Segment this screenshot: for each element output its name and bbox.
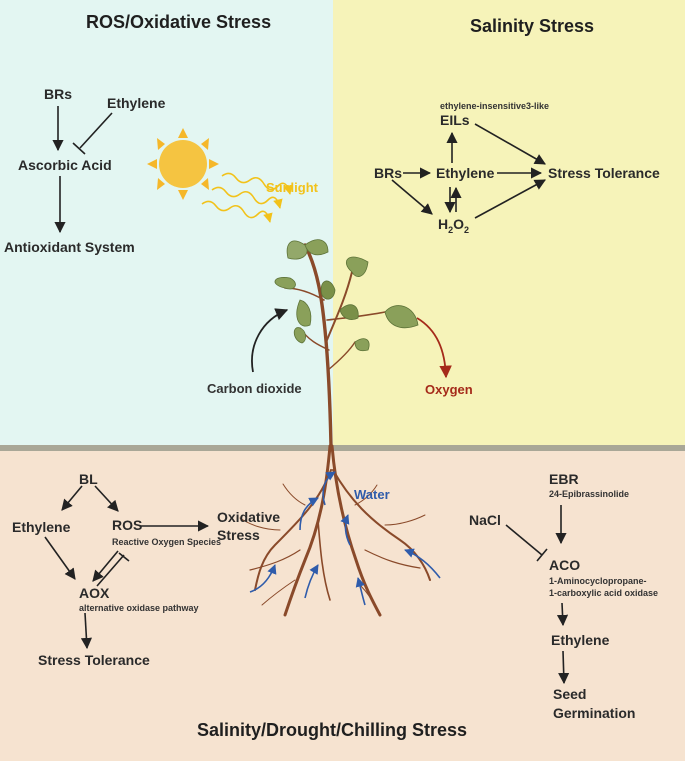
salinity-brs-label: BRs	[374, 165, 403, 181]
aco-full-name-1: 1-Aminocyclopropane-	[549, 576, 647, 586]
bl-label: BL	[79, 471, 98, 487]
plant-stem	[284, 243, 386, 448]
lower-ethylene2-label: Ethylene	[551, 632, 610, 648]
antioxidant-system-label: Antioxidant System	[4, 239, 135, 255]
ascorbic-acid-label: Ascorbic Acid	[18, 157, 112, 173]
ros-ethylene-label: Ethylene	[107, 95, 166, 111]
sun-icon	[147, 128, 219, 200]
seed-label: Seed	[553, 686, 587, 702]
lower-right-arrows	[505, 505, 570, 685]
ebr-label: EBR	[549, 471, 579, 487]
ros-full-name: Reactive Oxygen Species	[112, 537, 222, 547]
h2o2-label: H2O2	[438, 216, 470, 235]
nacl-label: NaCl	[469, 512, 501, 528]
lower-stress-tolerance-label: Stress Tolerance	[38, 652, 150, 668]
plant-roots	[239, 444, 431, 617]
plant-leaves	[274, 239, 419, 352]
sunlight-label: Sunlight	[266, 180, 318, 195]
oxidative-stress-label-1: Oxidative	[217, 509, 281, 525]
aox-full-name: alternative oxidase pathway	[79, 603, 199, 613]
ebr-full-name: 24-Epibrassinolide	[549, 489, 630, 499]
aco-label: ACO	[549, 557, 581, 573]
lower-ethylene-label: Ethylene	[12, 519, 71, 535]
salinity-ethylene-label: Ethylene	[436, 165, 495, 181]
ros-brs-label: BRs	[44, 86, 73, 102]
aox-label: AOX	[79, 585, 110, 601]
carbon-dioxide-label: Carbon dioxide	[207, 381, 302, 396]
oxidative-stress-label-2: Stress	[217, 527, 260, 543]
salinity-stress-tolerance-label: Stress Tolerance	[548, 165, 660, 181]
inhibit-bar	[72, 142, 86, 155]
eils-full-name: ethylene-insensitive3-like	[440, 101, 550, 111]
salinity-panel	[333, 0, 685, 447]
ros-panel-title: ROS/Oxidative Stress	[86, 12, 272, 32]
eils-label: EILs	[440, 112, 470, 128]
inhibit-ethylene-ascorbic	[79, 112, 113, 149]
oxygen-arrow	[416, 317, 452, 379]
aco-full-name-2: 1-carboxylic acid oxidase	[549, 588, 659, 598]
co2-arrow	[251, 308, 289, 373]
germination-label: Germination	[553, 705, 636, 721]
ros-arrows	[52, 106, 113, 234]
sunlight-rays	[201, 172, 293, 223]
salinity-panel-title: Salinity Stress	[470, 16, 595, 36]
ros-label: ROS	[112, 517, 143, 533]
water-label: Water	[354, 487, 390, 502]
lower-panel-title: Salinity/Drought/Chilling Stress	[197, 720, 468, 740]
water-arrows	[249, 471, 441, 606]
oxygen-label: Oxygen	[425, 382, 473, 397]
lower-left-arrows	[44, 485, 210, 650]
salinity-arrows	[391, 123, 546, 219]
soil-divider	[0, 445, 685, 451]
